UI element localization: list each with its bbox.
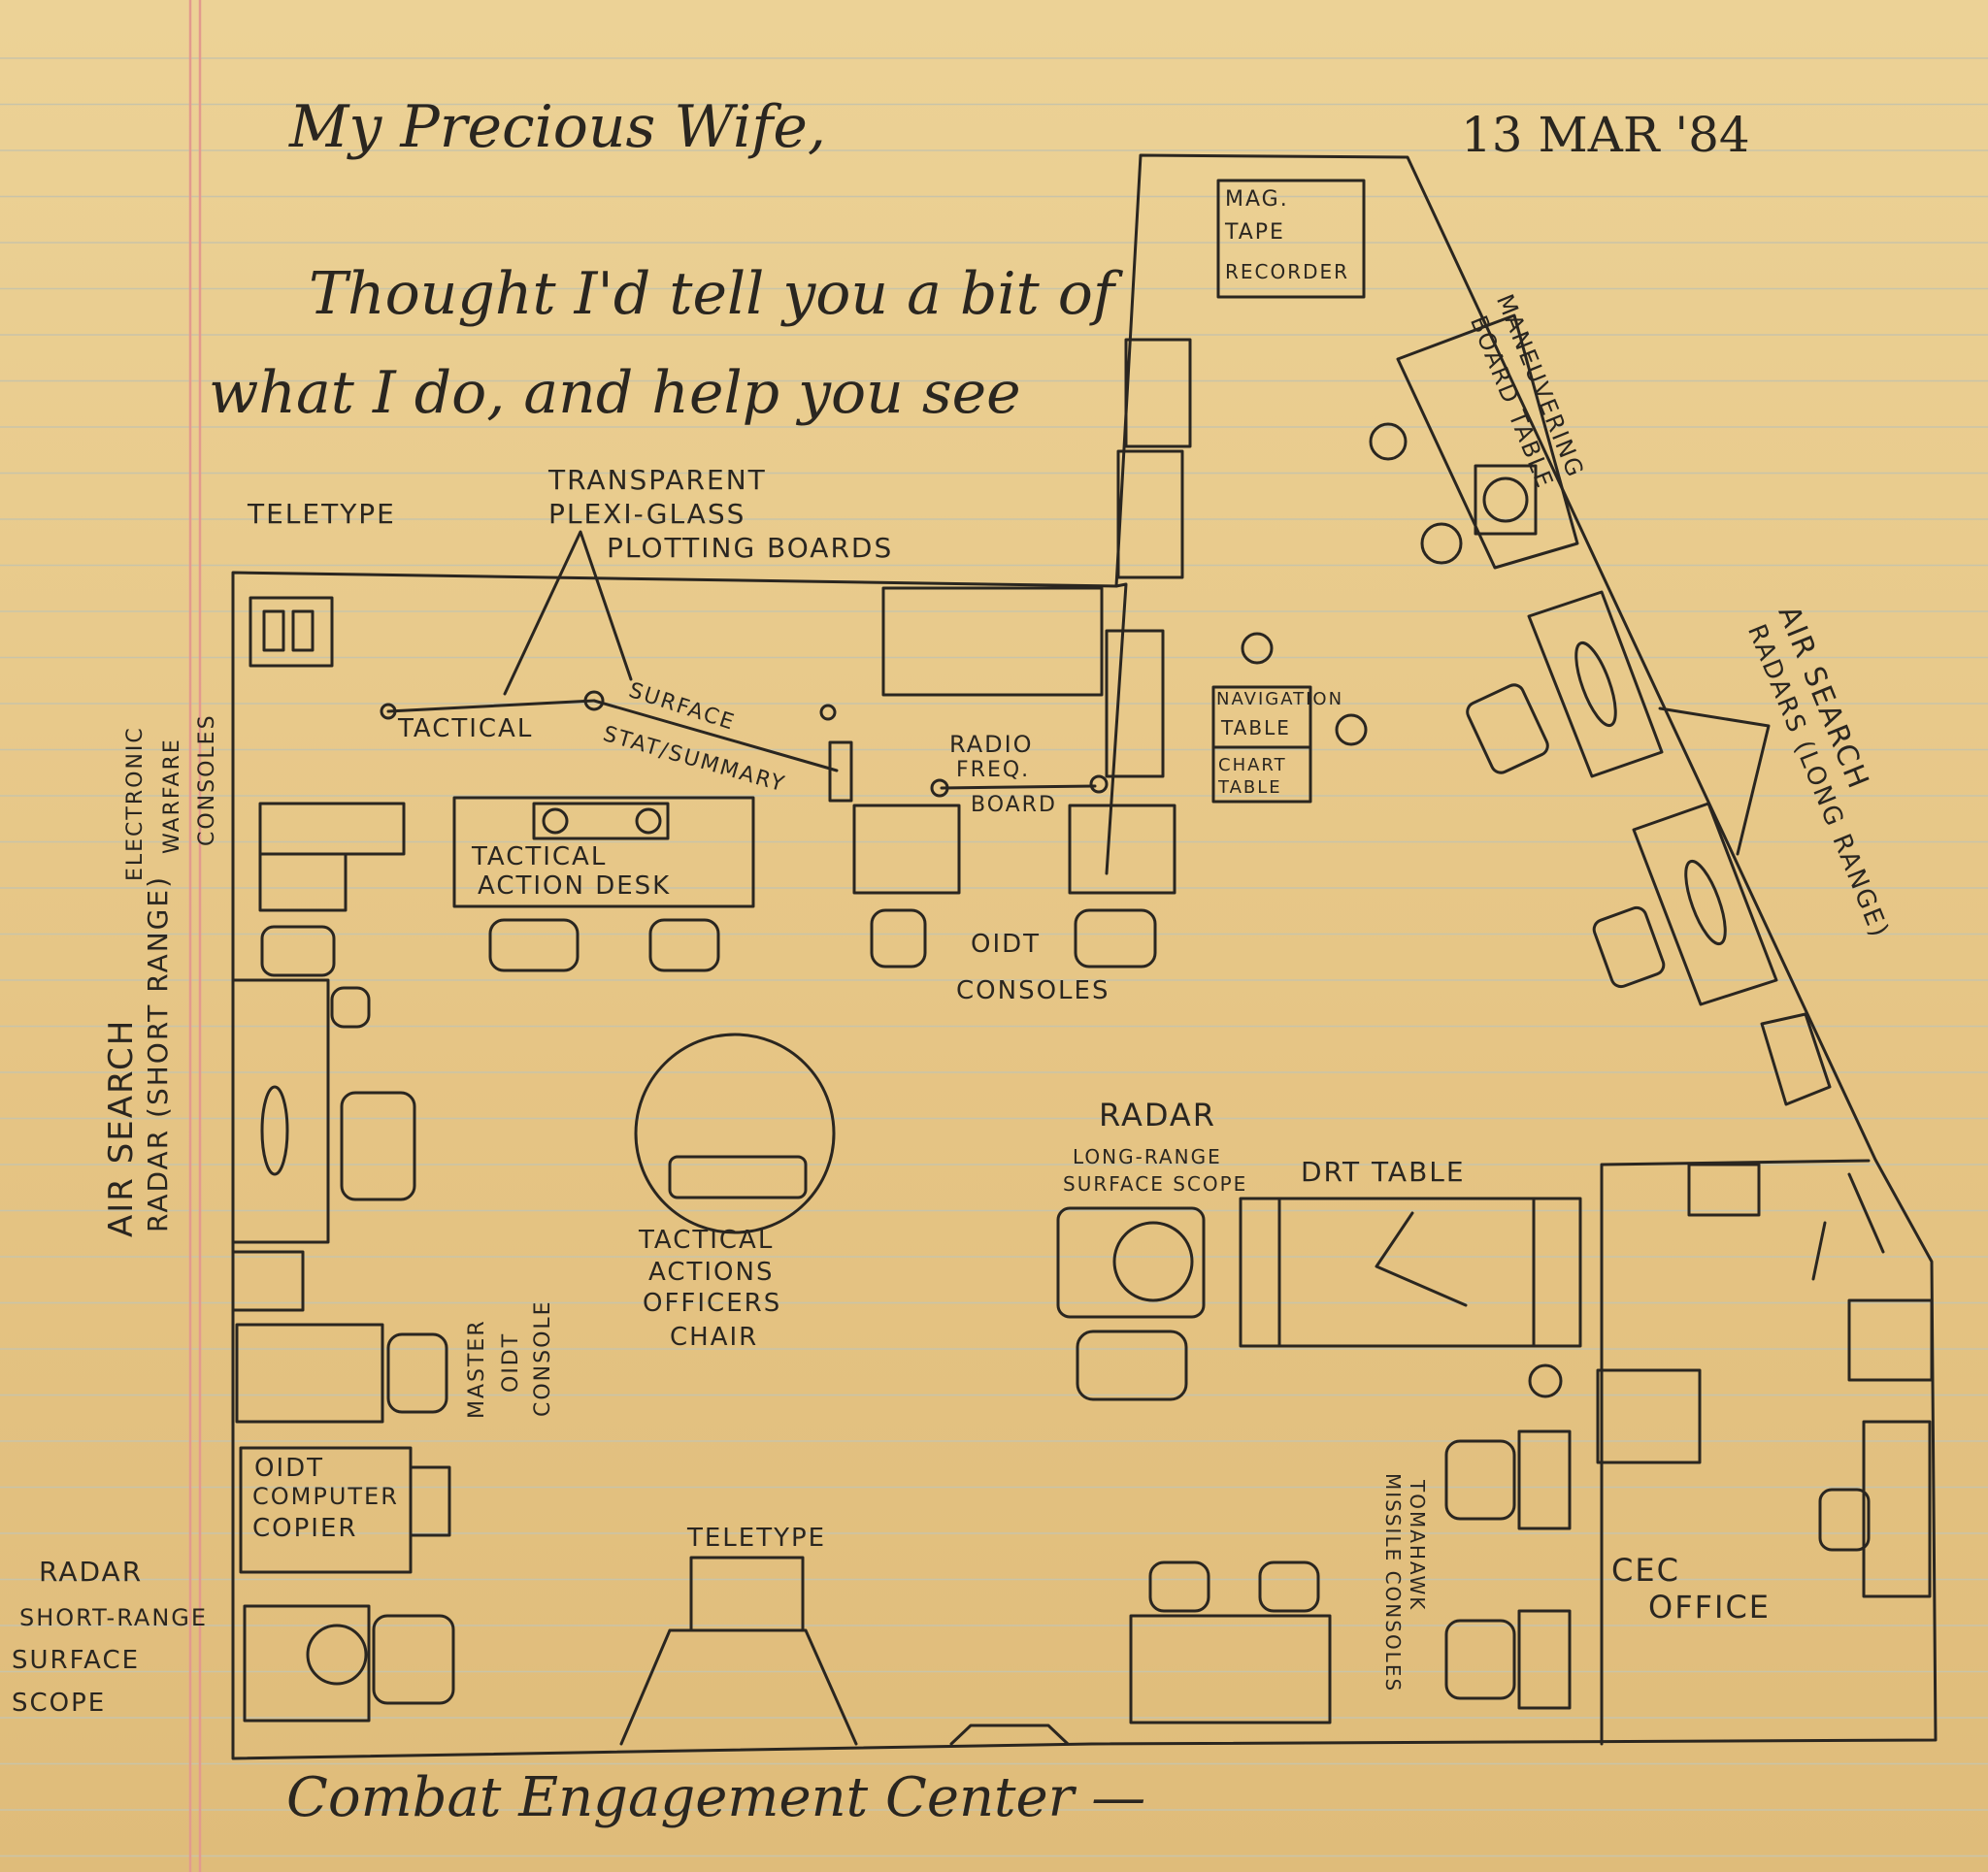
air-search-radar-long-2 — [1632, 802, 1778, 1006]
tactical-actions-officers-chair — [634, 1033, 836, 1234]
label-cec-2: OFFICE — [1648, 1589, 1771, 1626]
label-drt-table: DRT TABLE — [1301, 1156, 1466, 1188]
maneuvering-board-table — [1396, 313, 1579, 570]
label-radar-long-3: SURFACE SCOPE — [1063, 1172, 1248, 1196]
label-radar-short-1: RADAR — [39, 1556, 144, 1588]
air-search-radar-short — [231, 978, 330, 1244]
radar-long-range-scope — [1056, 1206, 1206, 1319]
label-ew-1: ELECTRONIC — [123, 726, 148, 881]
teletype-bottom — [689, 1556, 805, 1632]
body-line-2: what I do, and help you see — [209, 359, 1021, 427]
navigation-table — [1211, 685, 1312, 804]
label-chart-table-1: CHART — [1218, 755, 1287, 775]
cec-office — [1600, 1159, 1871, 1746]
label-mag-1: MAG. — [1225, 187, 1289, 212]
label-oidt-1: OIDT — [971, 930, 1042, 959]
label-chair-2: ACTIONS — [648, 1258, 775, 1287]
room-outline — [231, 153, 1938, 1760]
label-tomahawk-2: MISSILE CONSOLES — [1381, 1473, 1405, 1693]
mag-tape-recorder — [1216, 179, 1366, 299]
label-teletype-top: TELETYPE — [248, 498, 396, 530]
label-tad-2: ACTION DESK — [478, 871, 672, 901]
label-radar-short-3: SURFACE — [12, 1646, 141, 1675]
label-plexi-2: PLEXI-GLASS — [548, 498, 746, 530]
label-air-short-2: RADAR (SHORT RANGE) — [142, 875, 174, 1232]
label-oidt-2: CONSOLES — [956, 976, 1110, 1005]
label-master-2: OIDT — [499, 1331, 523, 1393]
label-chair-3: OFFICERS — [643, 1289, 782, 1318]
label-plexi-3: PLOTTING BOARDS — [607, 532, 894, 564]
oidt-console-1 — [852, 804, 961, 895]
label-radar-short-4: SCOPE — [12, 1689, 107, 1718]
label-master-1: MASTER — [465, 1319, 489, 1419]
label-copier-1: OIDT — [254, 1454, 325, 1483]
label-navigation: NAVIGATION — [1216, 689, 1344, 709]
tomahawk-missile-console — [1517, 1429, 1572, 1530]
label-tomahawk-1: TOMAHAWK — [1406, 1480, 1429, 1612]
drt-table — [1239, 1197, 1582, 1348]
label-teletype-bottom: TELETYPE — [687, 1524, 827, 1553]
radar-short-range-scope — [243, 1604, 371, 1723]
master-oidt-console — [235, 1323, 384, 1424]
plotting-board-surface — [592, 699, 839, 772]
label-radar-short-2: SHORT-RANGE — [19, 1604, 209, 1631]
label-chair-1: TACTICAL — [639, 1226, 775, 1255]
letter-date: 13 MAR '84 — [1461, 107, 1750, 163]
label-tad-1: TACTICAL — [472, 842, 608, 871]
tactical-action-desk — [452, 796, 755, 908]
label-mag-2: TAPE — [1225, 220, 1285, 245]
label-copier-3: COPIER — [252, 1514, 358, 1543]
label-nav-table: TABLE — [1221, 716, 1291, 739]
label-cec-1: CEC — [1611, 1552, 1680, 1589]
label-radar-long-1: RADAR — [1099, 1097, 1217, 1133]
label-chart-table-2: TABLE — [1218, 777, 1282, 798]
label-radio-3: BOARD — [971, 793, 1057, 817]
label-chair-4: CHAIR — [670, 1323, 759, 1352]
teletype-top — [248, 596, 334, 668]
label-ew-3: CONSOLES — [195, 713, 219, 846]
label-tactical-board: TACTICAL — [398, 714, 534, 743]
plotting-board-tactical — [386, 699, 596, 713]
label-plexi-1: TRANSPARENT — [548, 464, 767, 496]
label-radar-long-2: LONG-RANGE — [1073, 1145, 1222, 1168]
label-ew-2: WARFARE — [160, 738, 184, 854]
salutation: My Precious Wife, — [289, 93, 826, 161]
body-line-1: Thought I'd tell you a bit of — [309, 260, 1115, 328]
label-mag-3: RECORDER — [1225, 260, 1350, 283]
label-master-3: CONSOLE — [531, 1299, 555, 1417]
label-copier-2: COMPUTER — [252, 1483, 399, 1510]
label-radio-2: FREQ. — [956, 758, 1031, 782]
air-search-radar-long-1 — [1527, 590, 1664, 778]
footer-title: Combat Engagement Center — — [286, 1766, 1146, 1829]
electronic-warfare-console — [258, 802, 406, 856]
label-radio-1: RADIO — [949, 731, 1034, 758]
label-air-short-1: AIR SEARCH — [102, 1018, 141, 1237]
